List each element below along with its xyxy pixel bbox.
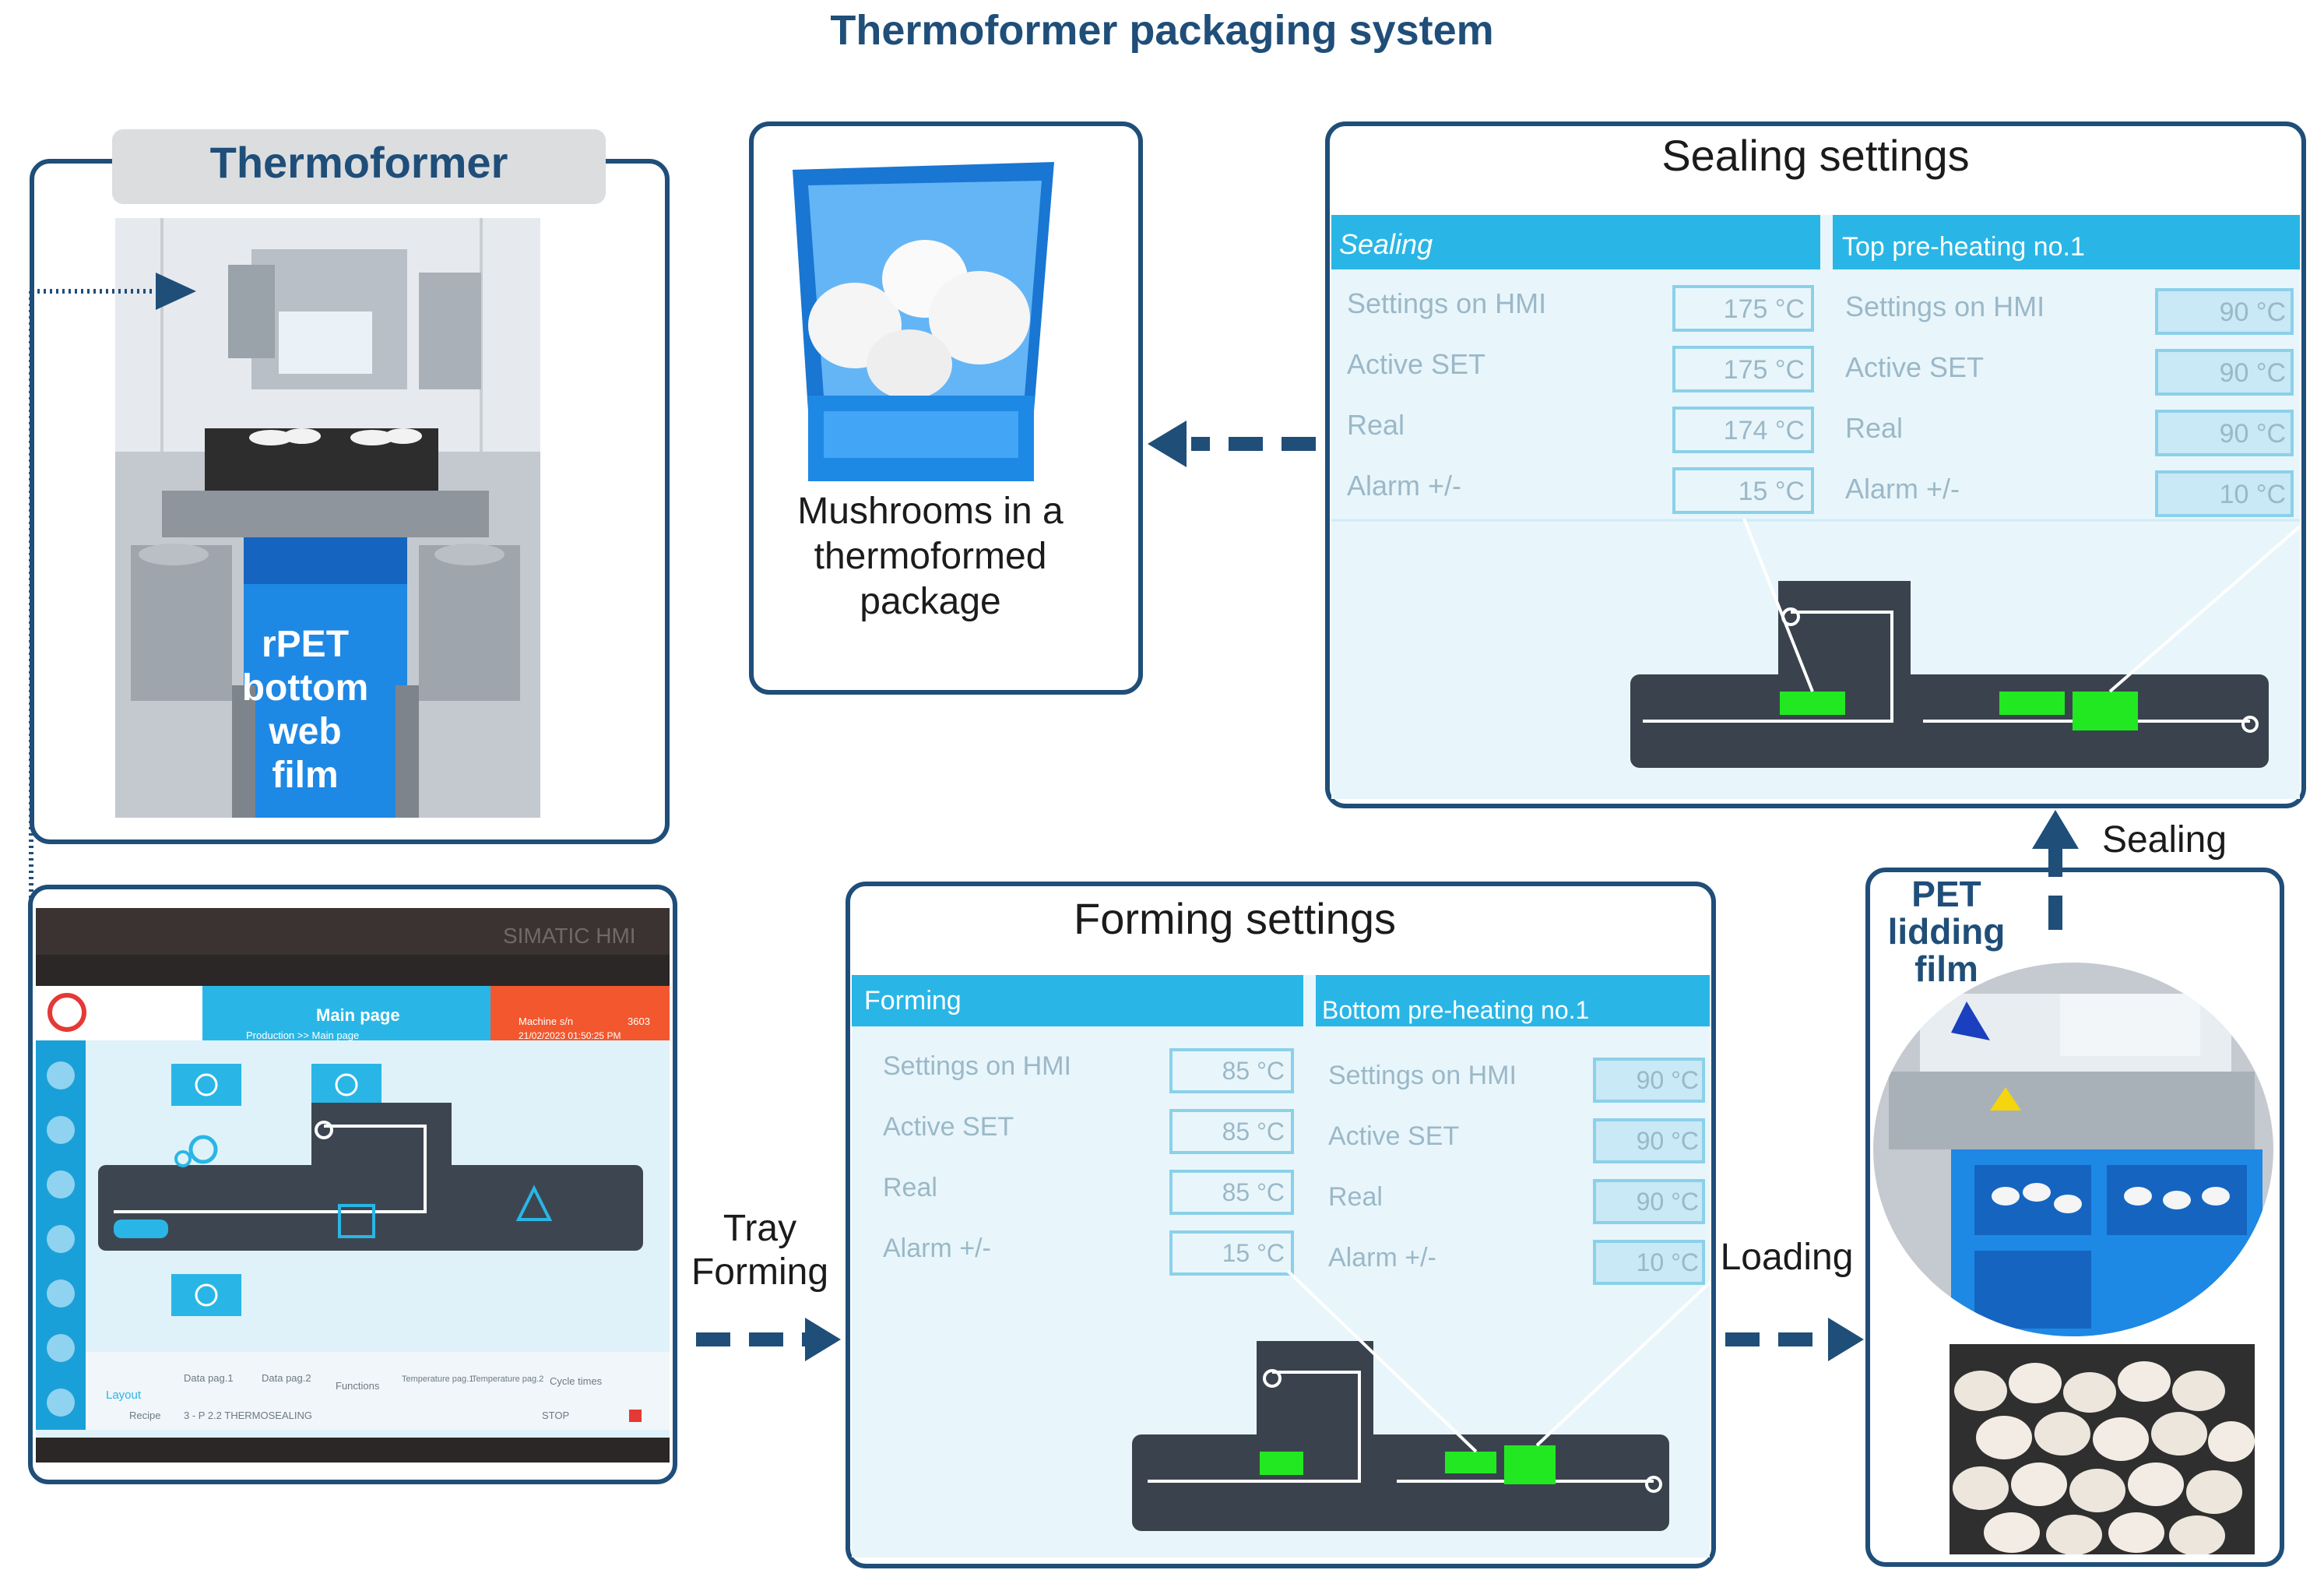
forming-left-value: 85 °C	[1222, 1118, 1285, 1146]
hmi-serial: 3603	[628, 1015, 650, 1027]
forming-right-value: 90 °C	[1637, 1188, 1699, 1216]
forming-row-label: Settings on HMI	[1328, 1061, 1517, 1090]
pet-film-label-line: film	[1914, 949, 1978, 989]
forming-row-label: Alarm +/-	[883, 1234, 991, 1263]
sealing-row-label: Real	[1845, 412, 1903, 444]
pet-film-label-line: lidding	[1887, 911, 2006, 952]
sealing-row-label: Real	[1347, 409, 1405, 441]
thermoformer-heading: Thermoformer	[209, 138, 508, 187]
arrow-tray-forming	[696, 1318, 841, 1361]
forming-right-header: Bottom pre-heating no.1	[1322, 996, 1589, 1024]
hmi-brand: SIMATIC HMI	[503, 924, 636, 948]
hmi-tab: Temperature pag.1	[402, 1375, 473, 1384]
sealing-row-label: Active SET	[1845, 351, 1984, 383]
rpet-film-label-line: web	[269, 711, 342, 752]
forming-right-value: 90 °C	[1637, 1127, 1699, 1155]
sealing-right-value: 90 °C	[2220, 297, 2286, 327]
tray-forming-label-line: Forming	[691, 1251, 829, 1293]
sealing-left-value: 174 °C	[1724, 416, 1805, 445]
hmi-recipe-label: Recipe	[129, 1410, 160, 1421]
hmi-machine: Machine s/n	[519, 1015, 573, 1027]
sealing-left-value: 175 °C	[1724, 355, 1805, 385]
tray-forming-label: Tray Forming	[682, 1207, 838, 1294]
hmi-page-title: Main page	[316, 1005, 400, 1025]
hmi-status: STOP	[542, 1410, 569, 1421]
hmi-recipe-value: 3 - P 2.2 THERMOSEALING	[184, 1410, 312, 1421]
hmi-tab: Layout	[106, 1389, 142, 1402]
forming-rows: Settings on HMI Active SET Real Alarm +/…	[883, 1048, 1705, 1285]
sealing-left-value: 15 °C	[1739, 477, 1805, 506]
forming-row-label: Active SET	[1328, 1121, 1459, 1151]
sealing-left-value: 175 °C	[1724, 294, 1805, 324]
sealing-row-label: Alarm +/-	[1845, 473, 1960, 505]
sealing-settings-heading: Sealing settings	[1661, 131, 1970, 180]
hmi-screen-photo: SIMATIC HMI Main page Production >> Main…	[36, 908, 670, 1463]
arrow-loading	[1725, 1318, 1864, 1361]
sealing-rows: Settings on HMI Active SET Real Alarm +/…	[1347, 285, 2294, 517]
sealing-right-value: 90 °C	[2220, 358, 2286, 388]
sealing-label: Sealing	[2101, 819, 2227, 861]
forming-right-value: 10 °C	[1637, 1248, 1699, 1276]
sealing-row-label: Settings on HMI	[1347, 287, 1546, 319]
hmi-tab: Cycle times	[550, 1375, 603, 1387]
sealing-right-header: Top pre-heating no.1	[1842, 232, 2085, 262]
loading-label: Loading	[1720, 1237, 1854, 1278]
forming-settings-heading: Forming settings	[1074, 894, 1396, 943]
forming-row-label: Real	[883, 1173, 937, 1202]
package-caption: Mushrooms in a thermoformed package	[763, 489, 1098, 625]
mushroom-package-photo	[777, 154, 1070, 489]
forming-row-label: Settings on HMI	[883, 1051, 1071, 1081]
pet-lidding-film-label: PET lidding film	[1869, 875, 2024, 987]
sealing-right-value: 10 °C	[2220, 480, 2286, 509]
sealing-left-header: Sealing	[1339, 228, 1433, 260]
forming-left-value: 85 °C	[1222, 1178, 1285, 1206]
package-caption-line: package	[860, 581, 1001, 622]
pet-film-label-line: PET	[1911, 874, 1981, 914]
mushrooms-photo	[1950, 1344, 2255, 1554]
rpet-film-label-line: film	[272, 755, 339, 796]
forming-left-header: Forming	[864, 986, 962, 1015]
arrow-sealing-to-package	[1148, 421, 1316, 467]
hmi-tab: Functions	[336, 1380, 380, 1392]
forming-left-value: 15 °C	[1222, 1239, 1285, 1267]
rpet-film-label: rPET bottom web film	[204, 623, 406, 797]
sealing-row-label: Alarm +/-	[1347, 470, 1461, 502]
forming-row-label: Real	[1328, 1182, 1383, 1212]
hmi-tab: Data pag.1	[184, 1372, 234, 1384]
hmi-datetime: 21/02/2023 01:50:25 PM	[519, 1030, 621, 1041]
sealing-hmi-screen: Sealing Top pre-heating no.1 Settings on…	[1331, 215, 2300, 799]
thermoformer-heading-box	[112, 129, 606, 204]
hmi-breadcrumb: Production >> Main page	[246, 1030, 359, 1041]
forming-left-value: 85 °C	[1222, 1057, 1285, 1085]
loading-machine-photo	[1873, 963, 2273, 1336]
hmi-tab: Data pag.2	[262, 1372, 311, 1384]
thermoformer-machine-photo	[115, 218, 540, 818]
arrow-sealing	[2032, 810, 2079, 930]
tray-forming-label-line: Tray	[723, 1208, 797, 1249]
forming-hmi-screen: Forming Bottom pre-heating no.1 Settings…	[852, 975, 1710, 1558]
package-caption-line: Mushrooms in a	[797, 491, 1064, 532]
sealing-row-label: Settings on HMI	[1845, 290, 2044, 322]
sealing-right-value: 90 °C	[2220, 419, 2286, 449]
rpet-film-label-line: rPET	[261, 624, 350, 665]
package-caption-line: thermoformed	[814, 536, 1047, 577]
forming-row-label: Active SET	[883, 1112, 1014, 1142]
hmi-tab: Temperature pag.2	[472, 1375, 543, 1384]
sealing-row-label: Active SET	[1347, 348, 1485, 380]
forming-row-label: Alarm +/-	[1328, 1243, 1436, 1272]
forming-right-value: 90 °C	[1637, 1066, 1699, 1094]
page-title: Thermoformer packaging system	[830, 7, 1494, 54]
rpet-film-label-line: bottom	[241, 667, 369, 709]
